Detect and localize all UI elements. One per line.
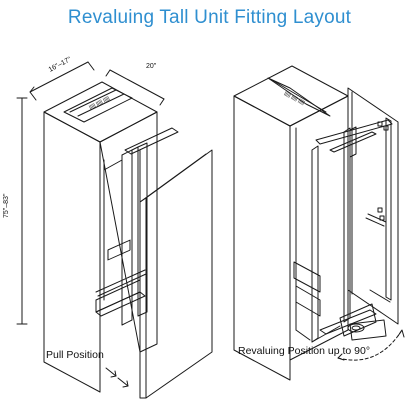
dimension-height-label: 75"–83" bbox=[3, 193, 10, 218]
pull-arrow-icon bbox=[105, 367, 129, 388]
revolve-inner-edges bbox=[293, 127, 321, 341]
pull-cabinet bbox=[43, 81, 158, 393]
swing-arrow-icon bbox=[337, 329, 405, 361]
revolve-cabinet bbox=[233, 65, 349, 381]
pull-position-caption: Pull Position bbox=[46, 349, 104, 361]
revolve-frame bbox=[311, 117, 393, 343]
dimension-height bbox=[16, 97, 28, 325]
dimension-width-label: 20" bbox=[146, 63, 157, 70]
dimension-depth bbox=[29, 61, 95, 101]
revaluing-position-caption: Revaluing Position up to 90° bbox=[238, 345, 370, 357]
pull-cabinet-top-rail: ||||| ||||| ||||| bbox=[63, 87, 133, 123]
dimension-width bbox=[105, 69, 165, 106]
pull-door-panel bbox=[139, 149, 213, 399]
diagram-title: Revaluing Tall Unit Fitting Layout bbox=[67, 7, 352, 28]
pull-out-frame bbox=[95, 127, 179, 326]
pull-inner-edge bbox=[103, 149, 141, 301]
dimension-depth-label: 16"–17" bbox=[48, 56, 73, 74]
revolve-door-panel bbox=[347, 87, 399, 325]
